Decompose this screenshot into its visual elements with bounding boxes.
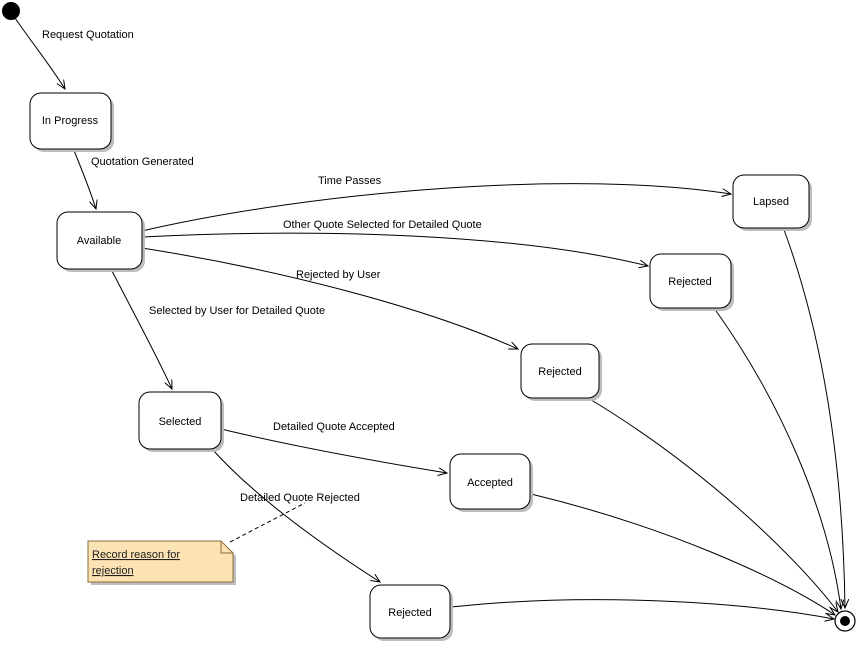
transition-label-rejected-by-user: Rejected by User bbox=[296, 269, 381, 281]
transition-label-quotation-generated: Quotation Generated bbox=[91, 156, 194, 168]
transition-rejected-detailed-to-final bbox=[450, 599, 834, 619]
initial-state bbox=[2, 2, 20, 20]
transition-selected-by-user bbox=[110, 268, 172, 389]
state-in-progress: In Progress bbox=[29, 92, 114, 152]
transition-label-request-quotation: Request Quotation bbox=[42, 29, 134, 41]
state-label-rejected-user: Rejected bbox=[538, 366, 581, 378]
transition-rejected-user-to-final bbox=[587, 397, 838, 612]
transition-label-selected-by-user: Selected by User for Detailed Quote bbox=[149, 305, 325, 317]
transition-label-other-quote-selected: Other Quote Selected for Detailed Quote bbox=[283, 219, 482, 231]
transition-detailed-quote-rejected bbox=[211, 448, 380, 582]
state-rejected-detailed: Rejected bbox=[369, 584, 453, 641]
state-label-rejected-other: Rejected bbox=[668, 276, 711, 288]
transition-quotation-generated bbox=[72, 147, 96, 209]
state-label-selected: Selected bbox=[159, 416, 202, 428]
state-available: Available bbox=[56, 211, 145, 272]
transition-detailed-quote-accepted bbox=[220, 428, 447, 473]
state-rejected-user: Rejected bbox=[520, 343, 602, 401]
transition-label-detailed-quote-rejected: Detailed Quote Rejected bbox=[240, 492, 360, 504]
transition-other-quote-selected bbox=[141, 232, 648, 266]
note-anchor-line bbox=[229, 502, 306, 543]
transition-time-passes bbox=[141, 183, 731, 232]
transition-lapsed-to-final bbox=[782, 226, 845, 608]
state-label-lapsed: Lapsed bbox=[753, 196, 789, 208]
transition-request-quotation bbox=[14, 17, 65, 89]
note-text-line1: Record reason for bbox=[92, 549, 180, 561]
note-text-line2: rejection bbox=[92, 565, 134, 577]
state-rejected-other: Rejected bbox=[649, 253, 734, 311]
transition-rejected-by-user bbox=[141, 247, 518, 349]
transition-label-time-passes: Time Passes bbox=[318, 175, 382, 187]
transition-label-detailed-quote-accepted: Detailed Quote Accepted bbox=[273, 421, 395, 433]
final-state bbox=[834, 610, 856, 632]
state-accepted: Accepted bbox=[449, 453, 533, 512]
transition-rejected-other-to-final bbox=[713, 307, 841, 609]
state-label-rejected-detailed: Rejected bbox=[388, 607, 431, 619]
state-label-in-progress: In Progress bbox=[42, 115, 99, 127]
state-lapsed: Lapsed bbox=[732, 174, 812, 231]
state-selected: Selected bbox=[138, 391, 224, 452]
state-label-accepted: Accepted bbox=[467, 477, 513, 489]
state-label-available: Available bbox=[77, 235, 121, 247]
transition-accepted-to-final bbox=[530, 493, 835, 615]
note-record-reason: Record reason for rejection bbox=[87, 540, 236, 585]
